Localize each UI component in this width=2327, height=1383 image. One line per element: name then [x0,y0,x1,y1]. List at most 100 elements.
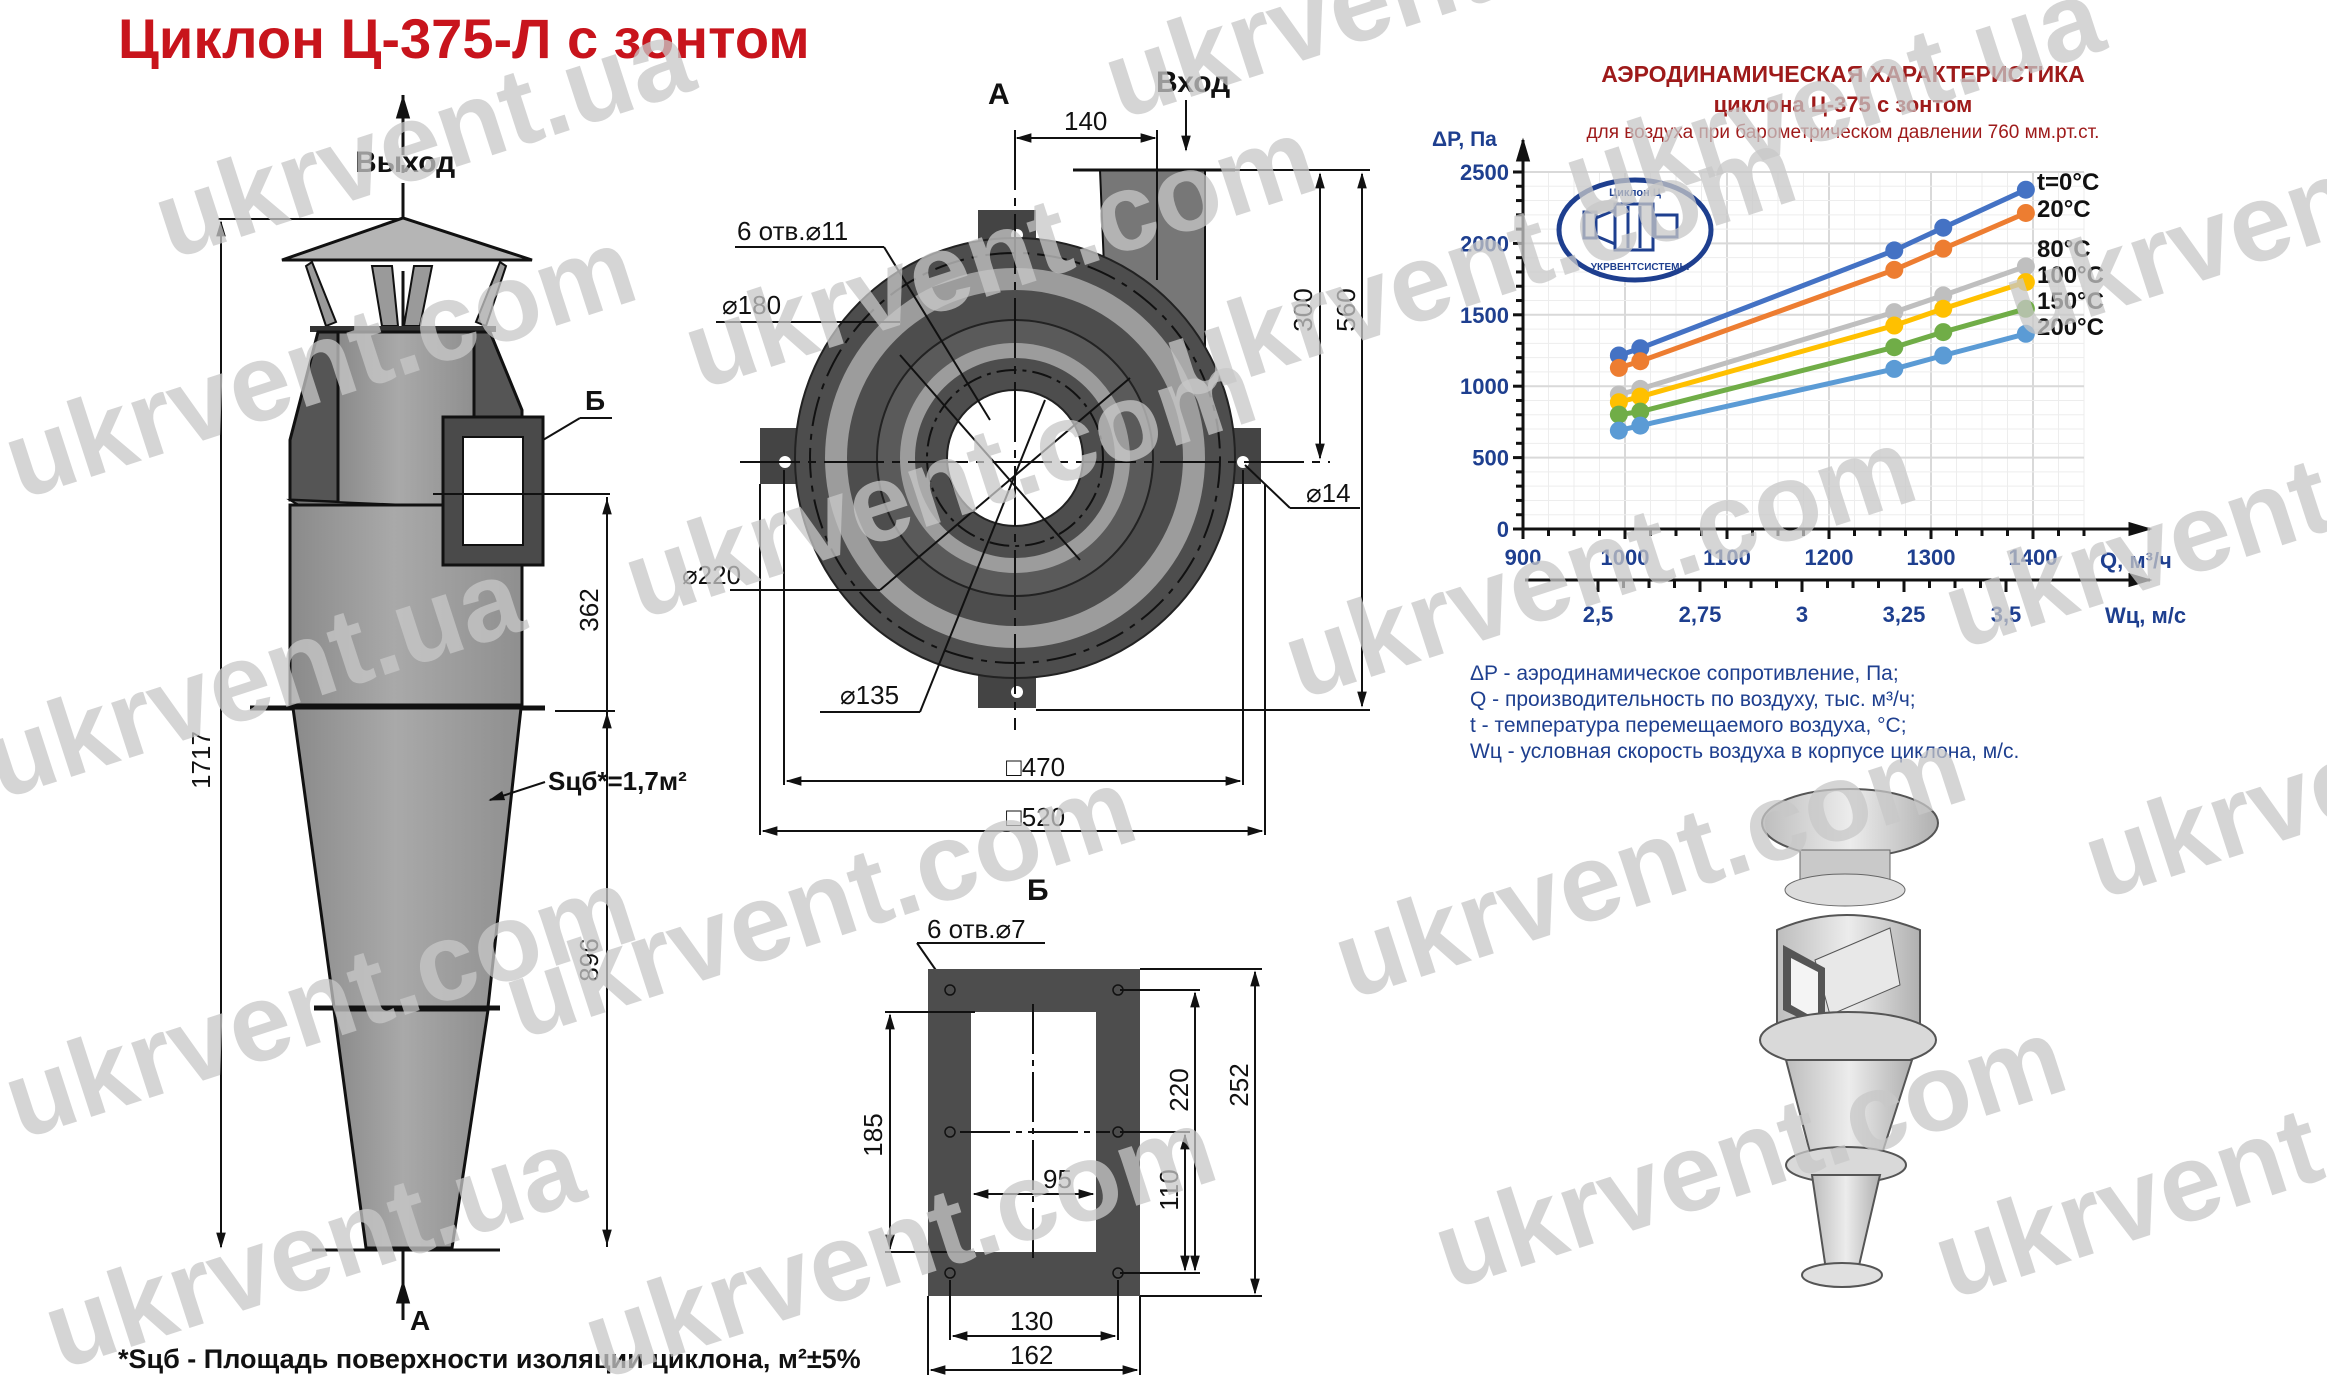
sq470-label: □470 [1006,752,1065,782]
series-3 [1609,273,2035,412]
data-point [1934,299,1953,318]
chart-title: АЭРОДИНАМИЧЕСКАЯ ХАРАКТЕРИСТИКА [1601,61,2085,87]
page-title: Циклон Ц-375-Л с зонтом [118,7,810,70]
series-1 [1609,203,2035,377]
leader-b [542,417,581,441]
y-tick-label: 1500 [1460,303,1509,328]
data-point [2016,257,2035,276]
footnote: *Sцб - Площадь поверхности изоляции цикл… [118,1344,861,1374]
note-dp: ΔP - аэродинамическое сопротивление, Па; [1470,662,1899,685]
logo-text-bottom: УКРВЕНТСИСТЕМЫ [1591,262,1690,273]
dim-162-label: 162 [1010,1340,1053,1370]
data-point [1885,338,1904,357]
data-point [1609,393,1628,412]
note-q: Q - производительность по воздуху, тыс. … [1470,688,1916,711]
d180-label: ⌀180 [722,290,781,320]
x-tick-label: 1300 [1907,545,1956,570]
dim-185-label: 185 [858,1113,888,1156]
dim-300-label: 300 [1288,288,1318,331]
outlet-flange [310,326,496,332]
data-point [1885,241,1904,260]
y-tick-label: 1000 [1460,374,1509,399]
lower-cone [332,1008,490,1250]
series-0 [1609,180,2035,365]
legend-label: 200°C [2037,314,2104,341]
d220-label: ⌀220 [682,560,741,590]
x-tick-label: 1200 [1805,545,1854,570]
dim-362-label: 362 [574,588,604,631]
data-point [1631,352,1650,371]
company-logo: Циклон Ц УКРВЕНТСИСТЕМЫ [1556,177,1714,283]
dim-1717-label: 1717 [186,731,216,789]
y-tick-label: 500 [1472,446,1509,471]
data-point [1631,387,1650,406]
data-point [1885,359,1904,378]
dim-140-label: 140 [1064,106,1107,136]
data-point [1631,402,1650,421]
surface-area-label: Sцб*=1,7м² [548,766,687,796]
inlet-label: Вход [1156,66,1230,99]
dim-95-label: 95 [1043,1164,1072,1194]
x2-tick-label: 3,25 [1883,602,1926,627]
data-point [1885,303,1904,322]
side-view: Выход Б 1717 362 896 [118,94,861,1374]
note-t: t - температура перемещаемого воздуха, °… [1470,714,1907,737]
render-outlet-flange [1784,873,1906,907]
inlet-opening [462,436,524,546]
series-4 [1609,299,2035,424]
legend-label: 150°C [2037,288,2104,315]
d14-label: ⌀14 [1306,478,1351,508]
holes-7-label: 6 отв.⌀7 [927,914,1026,944]
x-tick-label: 1100 [1703,545,1751,570]
holes-11-label: 6 отв.⌀11 [737,216,848,246]
data-point [1609,421,1628,440]
data-point [1609,346,1628,365]
y-tick-label: 2500 [1460,160,1509,185]
y-tick-label: 0 [1497,517,1509,542]
chart-conditions: для воздуха при барометрическом давлении… [1587,122,2100,143]
d220-leader [879,377,1131,591]
d135-leader [919,399,1046,713]
data-point [1609,358,1628,377]
top-view: А Вход ⌀180 6 отв.⌀11 [682,66,1370,836]
section-a-label: А [410,1305,430,1336]
view-a-label: А [988,78,1010,111]
data-point [2016,180,2035,199]
watermark-text: ukrvent.ua [29,1104,597,1383]
data-point [1934,323,1953,342]
y-tick-label: 2000 [1460,231,1509,256]
data-point [1885,260,1904,279]
x2-tick-label: 2,5 [1583,602,1614,627]
legend-label: 100°C [2037,262,2104,289]
x2-tick-label: 3,5 [1991,602,2022,627]
note-w: Wц - условная скорость воздуха в корпусе… [1470,740,2019,763]
x-tick-label: 1000 [1601,545,1650,570]
logo-text-top: Циклон Ц [1609,187,1661,199]
x2-axis-label: Wц, м/с [2105,603,2186,628]
legend-label: t=0°C [2037,169,2099,196]
dim-220-label: 220 [1164,1068,1194,1111]
d180-leader [899,354,1081,561]
cyclone-3d-render [1759,788,1939,1288]
legend-label: 20°C [2037,196,2091,223]
data-point [2016,203,2035,222]
dim-560-label: 560 [1331,288,1361,331]
umbrella-cap [281,216,533,262]
series-line [1618,306,2027,418]
data-point [1609,405,1628,424]
data-point [1934,239,1953,258]
view-b-label: Б [1027,874,1049,907]
x-axis-label: Q, м³/ч [2100,548,2172,573]
outlet-label: Выход [355,146,455,179]
sq520-label: □520 [1006,802,1065,832]
data-point [1934,218,1953,237]
y-ticks: 0 500 1000 1500 2000 2500 [1460,160,1523,542]
d135-label: ⌀135 [840,680,899,710]
d14-leader [1244,464,1291,509]
x-tick-label: 900 [1505,545,1542,570]
